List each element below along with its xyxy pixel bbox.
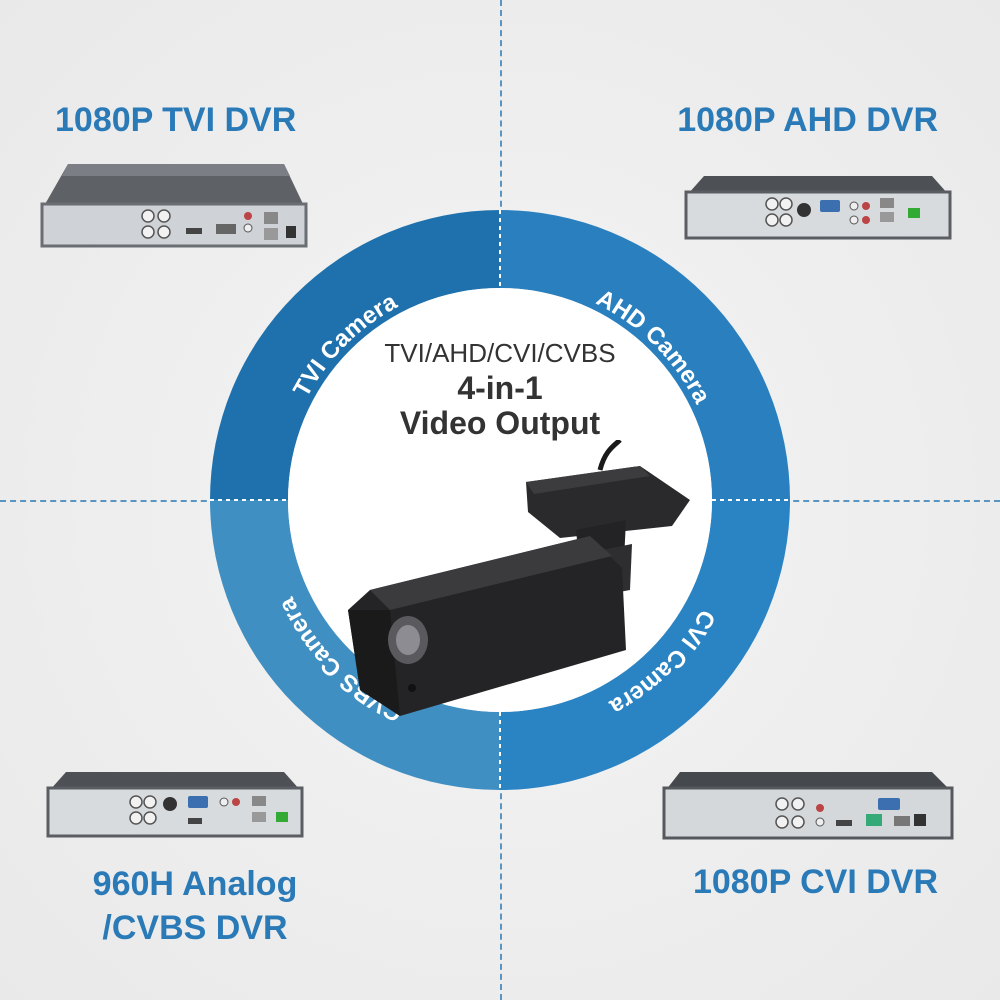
ring-segment-tvi [210, 210, 500, 500]
dvr-label-tvi: 1080P TVI DVR [55, 101, 297, 139]
headline-4in1: 4-in-1 [457, 370, 543, 406]
headline-video-output: Video Output [399, 405, 601, 441]
dvr-label-cvbs: 960H Analog /CVBS DVR [75, 862, 315, 950]
ring-segment-cvi [500, 500, 790, 790]
supported-formats: TVI/AHD/CVI/CVBS [384, 338, 616, 368]
ring-segment-ahd [500, 210, 790, 500]
cvbs-dvr-image [46, 772, 304, 838]
tvi-dvr-image [40, 164, 308, 248]
ring-segment-cvbs [210, 500, 500, 790]
bullet-camera-image [348, 440, 690, 716]
dvr-label-ahd: 1080P AHD DVR [677, 101, 938, 139]
dvr-label-cvi: 1080P CVI DVR [692, 863, 938, 901]
cvi-dvr-image [662, 772, 954, 840]
ahd-dvr-image [684, 176, 952, 240]
dvr-label-cvbs-line2: /CVBS DVR [102, 909, 288, 947]
dvr-label-cvbs-line1: 960H Analog [92, 865, 298, 903]
